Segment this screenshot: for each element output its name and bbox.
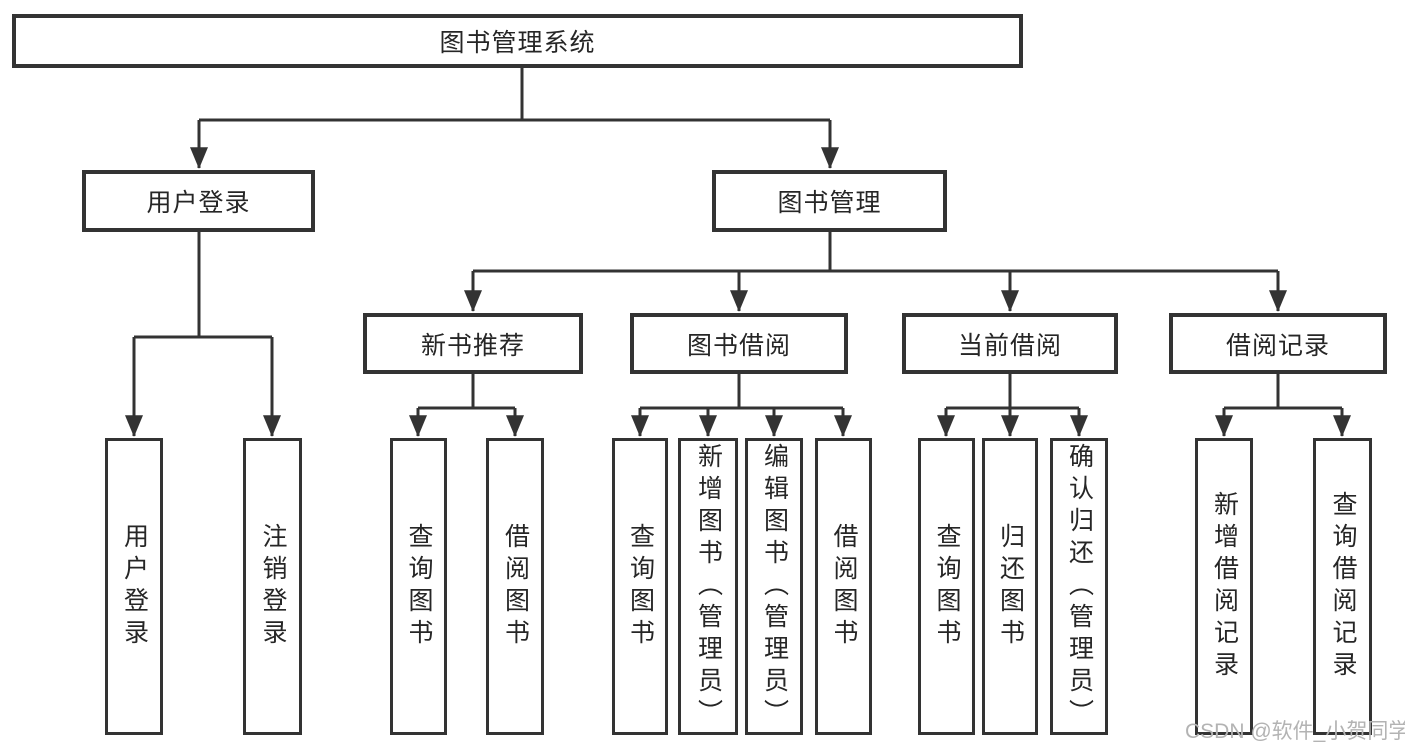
connector-book-management-children — [464, 232, 1287, 312]
leaf-cb-query-books: 查询图书 — [918, 438, 975, 735]
connector-user-login-children — [125, 232, 281, 437]
node-book-borrowing: 图书借阅 — [630, 313, 848, 374]
leaf-logout: 注销登录 — [243, 438, 302, 735]
leaf-nbr-borrow-books: 借阅图书 — [486, 438, 544, 735]
node-borrowing-records: 借阅记录 — [1169, 313, 1387, 374]
node-book-management-branch: 图书管理 — [712, 170, 947, 232]
leaf-br-query-record: 查询借阅记录 — [1313, 438, 1372, 735]
node-user-login-branch: 用户登录 — [82, 170, 315, 232]
leaf-bb-borrow-books: 借阅图书 — [815, 438, 872, 735]
connector-current-borrowing-children — [937, 374, 1088, 437]
connector-root-to-branches — [190, 67, 839, 169]
csdn-watermark: CSDN @软件_小贺同学 — [1185, 720, 1405, 743]
node-root-title: 图书管理系统 — [12, 14, 1023, 68]
leaf-cb-confirm-return-admin: 确认归还（管理员） — [1050, 438, 1108, 735]
leaf-user-login: 用户登录 — [105, 438, 163, 735]
leaf-bb-query-books: 查询图书 — [612, 438, 668, 735]
leaf-cb-return-books: 归还图书 — [982, 438, 1038, 735]
leaf-bb-edit-books-admin: 编辑图书（管理员） — [745, 438, 803, 735]
leaf-nbr-query-books: 查询图书 — [390, 438, 447, 735]
connector-borrowing-records-children — [1215, 374, 1351, 437]
leaf-bb-add-books-admin: 新增图书（管理员） — [678, 438, 738, 735]
leaf-br-add-record: 新增借阅记录 — [1195, 438, 1253, 735]
connector-book-borrowing-children — [631, 374, 852, 437]
connector-new-book-rec-children — [409, 374, 524, 437]
node-current-borrowing: 当前借阅 — [902, 313, 1118, 374]
node-new-book-rec: 新书推荐 — [363, 313, 583, 374]
